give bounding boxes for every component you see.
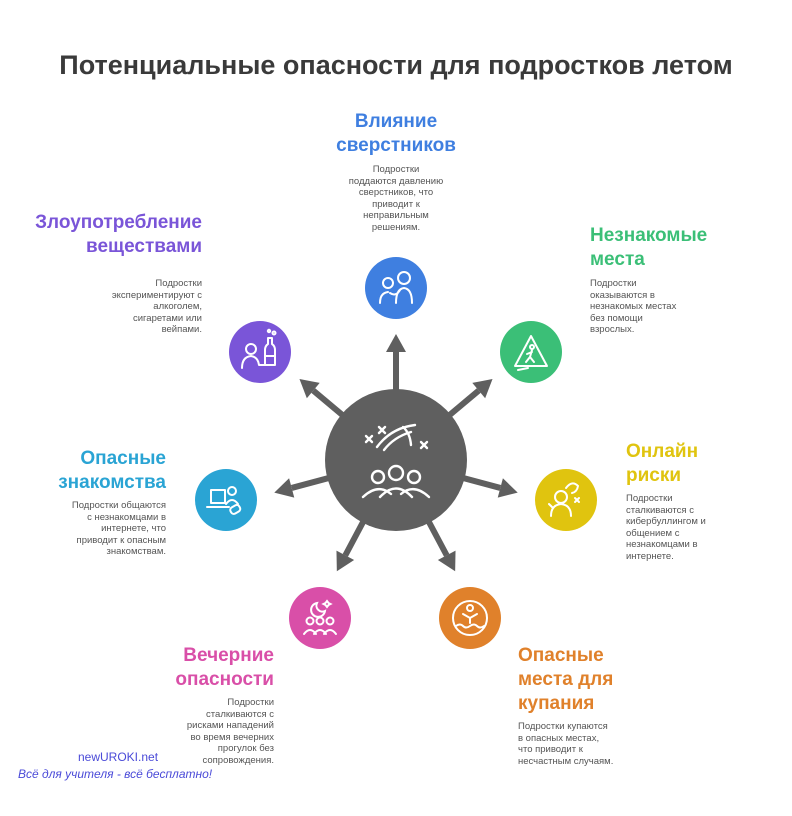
arrow-head-evening (336, 550, 355, 572)
node-online (535, 469, 597, 531)
arrow-head-places (472, 379, 493, 399)
node-evening (289, 587, 351, 649)
substances-icon (241, 328, 277, 369)
watermark-site: newUROKI.net (78, 750, 159, 764)
arrow-head-acquaint (274, 478, 295, 498)
online-contact-icon (206, 486, 242, 515)
cyberbullying-icon (548, 482, 580, 517)
page-title: Потенциальные опасности для подростков л… (59, 50, 733, 80)
node-substances (229, 321, 291, 383)
node-swimming (439, 587, 501, 649)
arrow-head-online (497, 478, 518, 498)
drowning-person-icon (452, 600, 488, 636)
node-places (500, 321, 562, 383)
node-peers (365, 257, 427, 319)
peer-pressure-icon (379, 271, 413, 304)
night-group-icon (303, 599, 337, 635)
group-of-teens-icon (361, 423, 431, 499)
watermark-slogan: Всё для учителя - всё бесплатно! (18, 767, 213, 781)
warning-sign-icon (514, 335, 548, 371)
arrow-head-substances (299, 379, 320, 399)
node-acquaint (195, 469, 257, 531)
arrow-head-swimming (437, 550, 456, 572)
center-hub (325, 389, 467, 531)
arrow-head-peers (386, 334, 406, 352)
